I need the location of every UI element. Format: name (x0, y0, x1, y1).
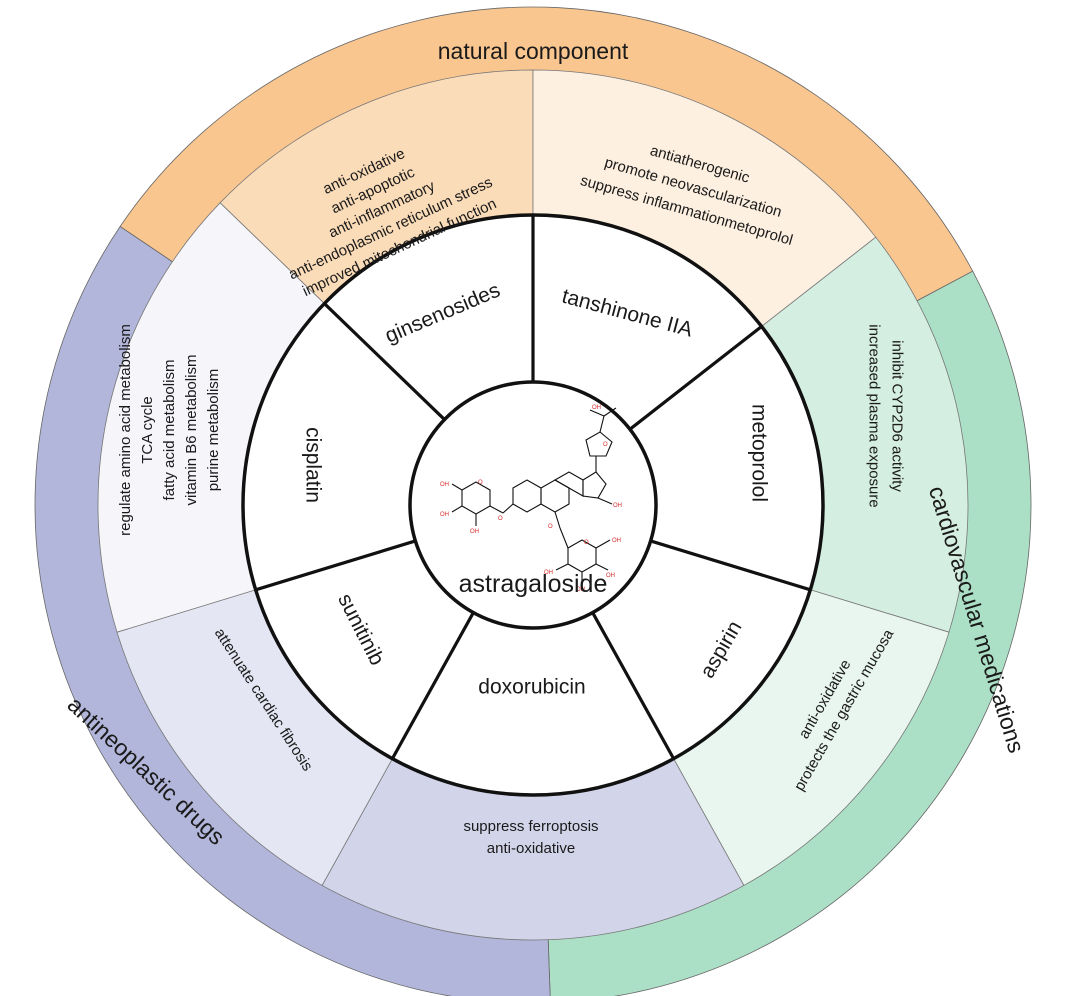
effect-line: anti-oxidative (487, 840, 575, 857)
drug-label-cisplatin: cisplatin (301, 427, 324, 503)
chem-oh-label: OH (440, 512, 449, 518)
effect-sectors (97, 69, 969, 941)
astragaloside-structure-icon (451, 407, 617, 584)
drug-divider (650, 539, 811, 592)
effect-text-block: inhibit CYP2D6 activity increased plasma … (866, 324, 906, 507)
drug-divider (255, 539, 416, 592)
structure-labels: OH O OH O O OH OH OH O O OH OH OH OH (440, 405, 622, 593)
effect-text-block: suppress ferroptosis anti-oxidative (463, 818, 598, 857)
center-circle: OH O OH O O OH OH OH O O OH OH OH OH ast… (408, 380, 658, 630)
center-label: astragaloside (459, 570, 608, 598)
effect-line: fatty acid metabolism (161, 360, 178, 501)
drug-divider (628, 325, 763, 431)
category-label-natural-component: natural component (438, 38, 629, 64)
effect-line: regulate amino acid metabolism (117, 324, 134, 536)
effect-line: vitamin B6 metabolism (183, 355, 200, 506)
chem-o-label: O (603, 442, 608, 448)
chem-o-label: O (548, 524, 553, 530)
effect-line: suppress ferroptosis (463, 818, 598, 835)
chem-oh-label: OH (606, 573, 615, 579)
chem-oh-label: OH (576, 587, 585, 593)
effect-line: increased plasma exposure (866, 324, 883, 507)
effect-line: purine metabolism (205, 369, 222, 492)
drug-divider (323, 302, 446, 421)
chem-oh-label: OH (612, 538, 621, 544)
drug-divider (591, 611, 675, 760)
chem-oh-label: OH (440, 482, 449, 488)
drug-label-metoprolol: metoprolol (747, 404, 770, 502)
chem-o-label: O (478, 480, 483, 486)
chem-oh-label: OH (613, 503, 622, 509)
effect-line: inhibit CYP2D6 activity (889, 340, 906, 492)
drug-label-doxorubicin: doxorubicin (478, 676, 585, 699)
effect-text-block: regulate amino acid metabolism TCA cycle f… (117, 324, 222, 536)
chem-oh-label: OH (592, 405, 601, 411)
chem-oh-label: OH (544, 570, 553, 576)
effect-line: TCA cycle (139, 396, 156, 464)
chem-o-label: O (584, 540, 589, 546)
chem-oh-label: OH (470, 529, 479, 535)
chem-o-label: O (498, 516, 503, 522)
drug-divider (391, 611, 475, 760)
